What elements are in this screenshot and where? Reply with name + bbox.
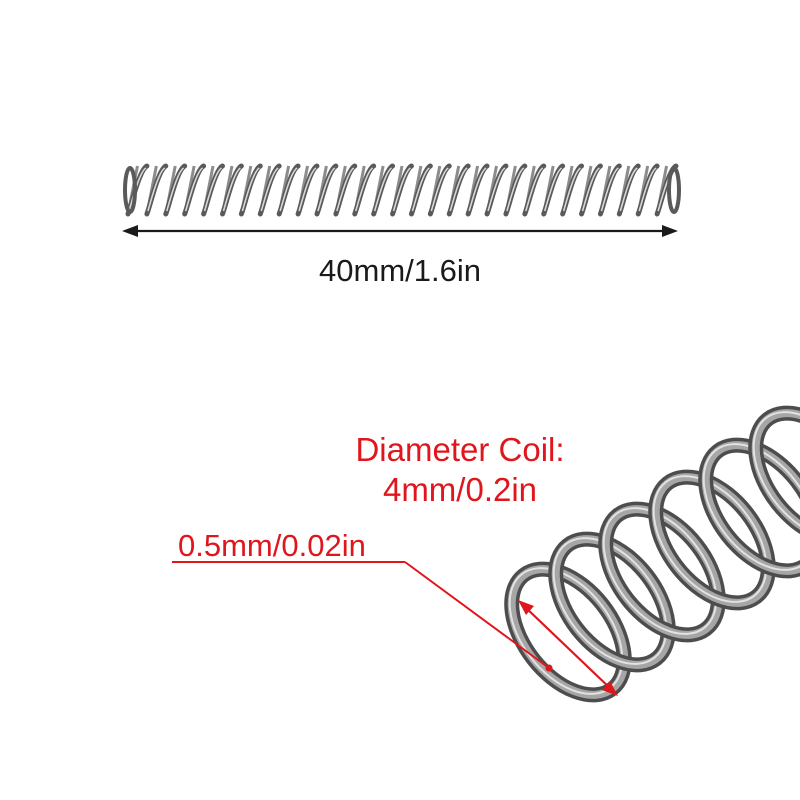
length-label: 40mm/1.6in [319,253,481,288]
wire-diameter-leader [172,561,553,672]
spring-body [123,163,681,217]
length-dimension-arrow [122,225,678,237]
coil-diameter-arrow [518,600,618,696]
wire-diameter-label: 0.5mm/0.02in [178,528,366,563]
coil-diameter-title: Diameter Coil: [355,431,565,468]
coil-diameter-value: 4mm/0.2in [382,471,538,508]
coil-diameter-label: Diameter Coil: 4mm/0.2in [315,430,605,510]
closeup-spring-body [504,405,800,703]
